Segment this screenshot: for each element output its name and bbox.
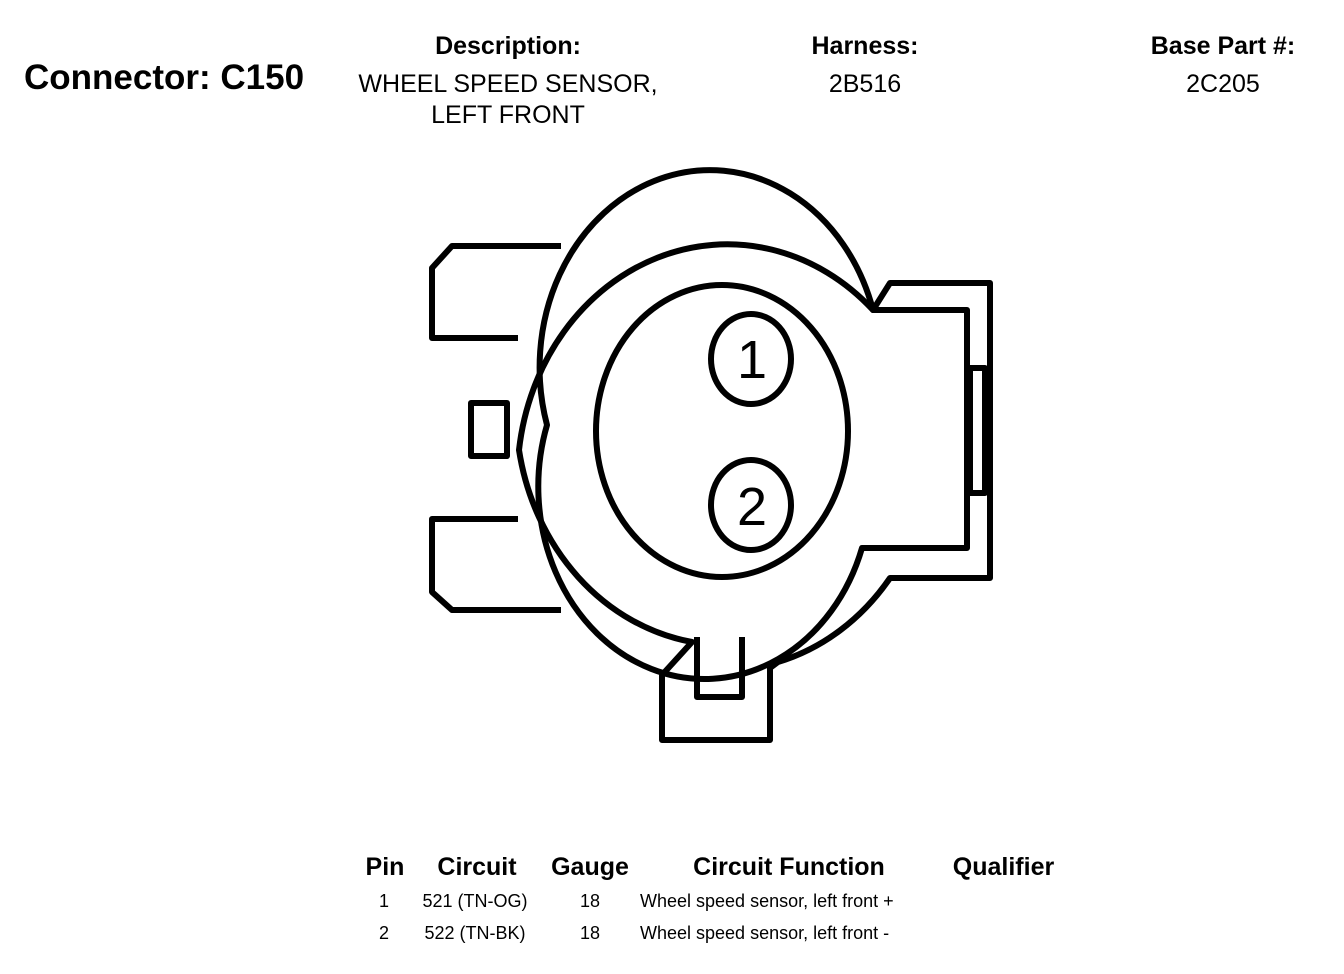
- description-label: Description:: [435, 32, 581, 60]
- description-line2: LEFT FRONT: [431, 101, 585, 129]
- left-small-tab: [468, 400, 510, 459]
- base-part-label: Base Part #:: [1150, 32, 1296, 60]
- col-header-gauge: Gauge: [551, 853, 629, 881]
- harness-label: Harness:: [811, 32, 919, 60]
- row-1-pin: 1: [378, 891, 389, 911]
- left-tab-lower: [429, 516, 561, 613]
- row-2-function: Wheel speed sensor, left front -: [640, 923, 890, 943]
- row-1-gauge: 18: [579, 891, 601, 911]
- pin-2-circle: [708, 457, 794, 553]
- bottom-key-slot: [694, 637, 745, 700]
- connector-title: Connector: C150: [24, 58, 305, 97]
- harness-value: 2B516: [828, 70, 902, 98]
- left-tab-upper: [429, 243, 561, 341]
- row-2-gauge: 18: [579, 923, 601, 943]
- row-1-function: Wheel speed sensor, left front +: [640, 891, 894, 911]
- col-header-pin: Pin: [365, 853, 405, 881]
- pin-2-label: 2: [737, 477, 767, 537]
- pin-1-circle: [708, 311, 794, 407]
- right-latch: [967, 365, 988, 496]
- pin-face: [593, 282, 851, 580]
- pin-group: [708, 311, 794, 553]
- housing-outline: [516, 241, 993, 743]
- pin-1-label: 1: [737, 330, 767, 390]
- col-header-circuit: Circuit: [437, 853, 517, 881]
- row-1-circuit: 521 (TN-OG): [422, 891, 528, 911]
- description-line1: WHEEL SPEED SENSOR,: [358, 70, 658, 98]
- col-header-qualifier: Qualifier: [952, 853, 1055, 881]
- row-2-circuit: 522 (TN-BK): [424, 923, 526, 943]
- inner-cavity-outline: [535, 167, 970, 683]
- col-header-function: Circuit Function: [693, 853, 885, 881]
- row-2-pin: 2: [378, 923, 389, 943]
- base-part-value: 2C205: [1186, 70, 1260, 98]
